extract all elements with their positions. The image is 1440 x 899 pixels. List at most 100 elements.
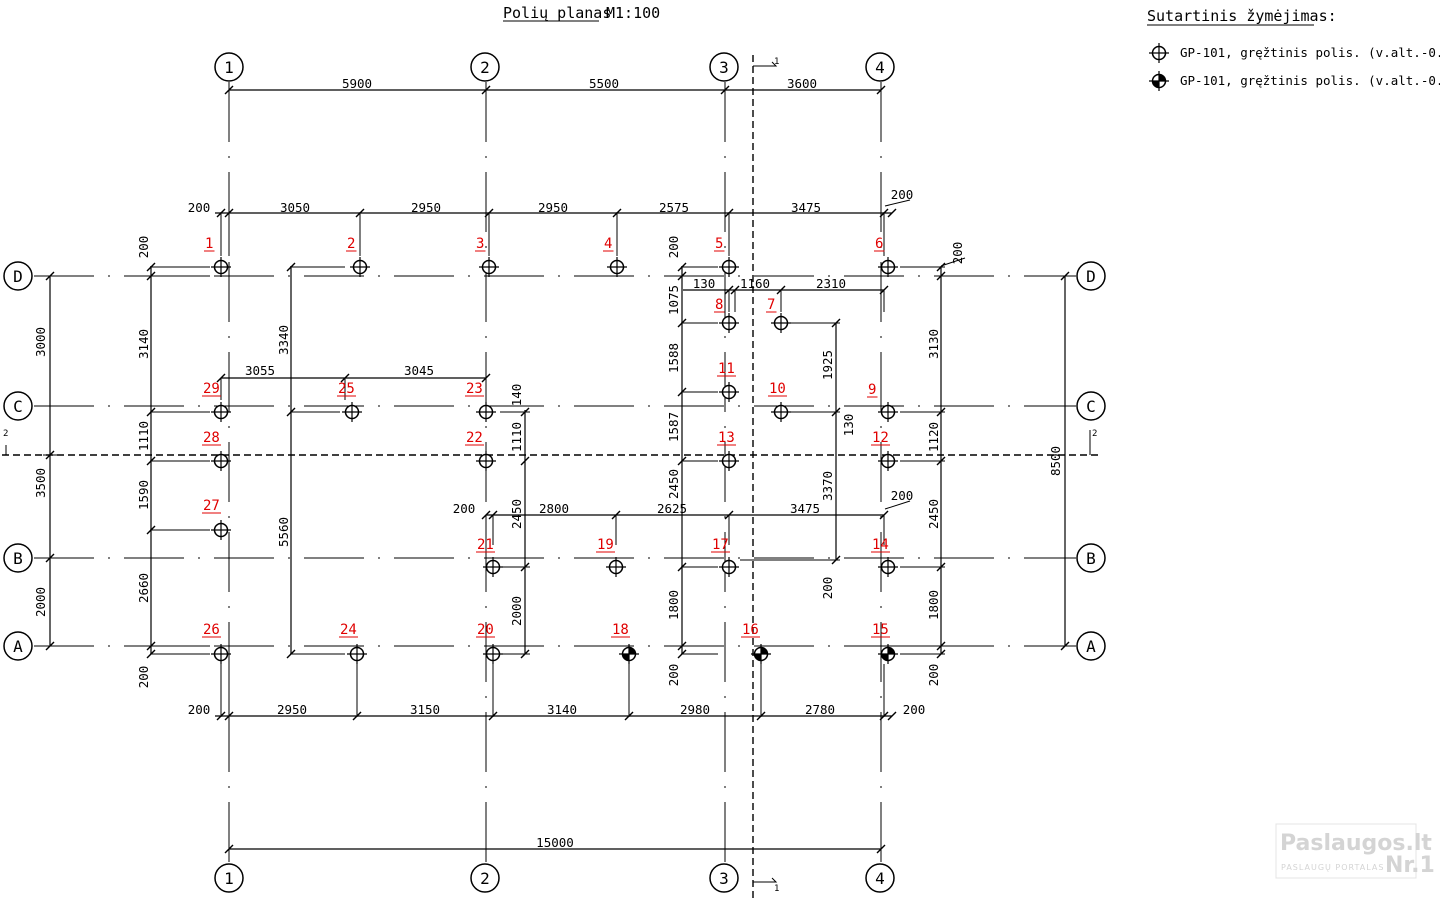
svg-text:B: B <box>1086 549 1096 568</box>
dim-center-9: 2450 <box>509 499 524 529</box>
dim-bottom-piles-7: 200 <box>903 702 926 717</box>
pile-open-icon <box>211 520 231 540</box>
svg-text:D: D <box>1086 267 1096 286</box>
pile-number-label: 28 <box>203 430 220 446</box>
dim-center-7: 200 <box>666 664 681 687</box>
pile-number-label: 24 <box>340 622 357 638</box>
pile-11: 11 <box>717 361 739 402</box>
dimension-ticks <box>45 85 1070 854</box>
dimension-lines <box>43 83 1075 856</box>
pile-number-label: 25 <box>338 381 355 397</box>
dim-top-piles-3: 2950 <box>411 200 441 215</box>
pile-number-label: 20 <box>477 622 494 638</box>
axis-bubble-b-right: B <box>1076 543 1106 573</box>
section-mark-1-top: 1 <box>774 57 779 67</box>
svg-text:A: A <box>13 637 23 656</box>
pile-10: 10 <box>768 381 791 422</box>
pile-3: 3 <box>475 236 499 277</box>
legend: Sutartinis žymėjimas: GP-101, gręžtinis … <box>1147 7 1440 91</box>
axis-bubble-c-right: C <box>1076 391 1106 421</box>
dim-right-mid-3: 3370 <box>820 471 835 501</box>
dim-top-piles-1: 200 <box>188 200 211 215</box>
dim-left-inner-2: 3140 <box>136 329 151 359</box>
dim-top-piles-6: 3475 <box>791 200 821 215</box>
dim-row-b-2: 2800 <box>539 501 569 516</box>
dim-top-piles-2: 3050 <box>280 200 310 215</box>
pile-filled-icon <box>1149 71 1169 91</box>
drawing-scale: M1:100 <box>606 4 660 22</box>
svg-text:1: 1 <box>224 869 234 888</box>
svg-text:4: 4 <box>875 869 885 888</box>
dim-top-piles-5: 2575 <box>659 200 689 215</box>
axis-bubble-3-bottom: 3 <box>709 863 739 893</box>
pile-18: 18 <box>611 622 639 664</box>
pile-24: 24 <box>339 622 367 664</box>
pile-1: 1 <box>204 236 231 277</box>
watermark-tagline: PASLAUGŲ PORTALAS <box>1281 863 1384 872</box>
dimension-texts: 5900 5500 3600 200 3050 2950 2950 2575 3… <box>33 76 1063 850</box>
pile-open-icon <box>479 257 499 277</box>
svg-text:1: 1 <box>224 58 234 77</box>
pile-number-label: 10 <box>769 381 786 397</box>
pile-open-icon <box>878 257 898 277</box>
dim-right-inner-6: 200 <box>926 664 941 687</box>
pile-open-icon <box>483 644 503 664</box>
legend-heading: Sutartinis žymėjimas: <box>1147 7 1337 25</box>
svg-text:D: D <box>13 267 23 286</box>
pile-27: 27 <box>202 498 231 540</box>
dim-left-inner-4: 1590 <box>136 480 151 510</box>
pile-14: 14 <box>871 537 898 577</box>
axis-bubble-3-top: 3 <box>709 52 739 82</box>
dim-bottom-piles-4: 3140 <box>547 702 577 717</box>
section-mark-2-left: 2 <box>3 429 8 439</box>
pile-open-icon <box>878 557 898 577</box>
dim-bottom-piles-2: 2950 <box>277 702 307 717</box>
dim-center-2: 1075 <box>666 285 681 315</box>
pile-12: 12 <box>871 430 898 471</box>
pile-number-label: 2 <box>347 236 355 252</box>
pile-open-icon <box>347 644 367 664</box>
watermark-badge: Nr.1 <box>1385 853 1435 878</box>
dim-left-outer-1: 3000 <box>33 327 48 357</box>
pile-9: 9 <box>867 382 898 422</box>
pile-open-icon <box>476 402 496 422</box>
axis-bubbles: 1 2 3 4 1 2 3 4 D C B A D C B A <box>3 52 1106 893</box>
pile-23: 23 <box>465 381 496 422</box>
dim-left-mid-2: 5560 <box>276 517 291 547</box>
pile-open-icon <box>719 382 739 402</box>
svg-text:3: 3 <box>719 58 729 77</box>
pile-16: 16 <box>741 622 771 664</box>
pile-number-label: 3 <box>476 236 484 252</box>
dim-top-piles-4: 2950 <box>538 200 568 215</box>
dim-right-inner-1: 200 <box>950 242 965 265</box>
dim-near-d-3: 2310 <box>816 276 846 291</box>
pile-open-icon <box>476 451 496 471</box>
pile-number-label: 8 <box>715 297 723 313</box>
section-mark-2-right: 2 <box>1092 429 1097 439</box>
legend-item-open-text: GP-101, gręžtinis polis. (v.alt.-0.720) <box>1180 45 1440 60</box>
dim-near-d-1: 130 <box>693 276 716 291</box>
svg-text:2: 2 <box>480 58 490 77</box>
dim-center-4: 1587 <box>666 412 681 442</box>
pile-number-label: 29 <box>203 381 220 397</box>
dim-row-b-5: 200 <box>891 488 914 503</box>
pile-21: 21 <box>476 537 503 577</box>
grid-axes <box>34 82 1076 862</box>
pile-13: 13 <box>717 430 739 471</box>
dim-left-inner-6: 200 <box>136 666 151 689</box>
dim-near-d-2: 1160 <box>740 276 770 291</box>
dim-center-10: 2000 <box>509 596 524 626</box>
dim-left-inner-5: 2660 <box>136 573 151 603</box>
dim-right-total: 8500 <box>1048 446 1063 476</box>
svg-text:2: 2 <box>480 869 490 888</box>
pile-open-icon <box>771 313 791 333</box>
dim-bottom-piles-5: 2980 <box>680 702 710 717</box>
pile-number-label: 21 <box>477 537 494 553</box>
dim-row-c-3: 140 <box>509 384 524 407</box>
svg-text:4: 4 <box>875 58 885 77</box>
dim-top-axes-3: 3600 <box>787 76 817 91</box>
pile-2: 2 <box>346 236 370 277</box>
pile-open-icon <box>211 644 231 664</box>
dim-center-6: 1800 <box>666 590 681 620</box>
pile-7: 7 <box>766 297 791 333</box>
